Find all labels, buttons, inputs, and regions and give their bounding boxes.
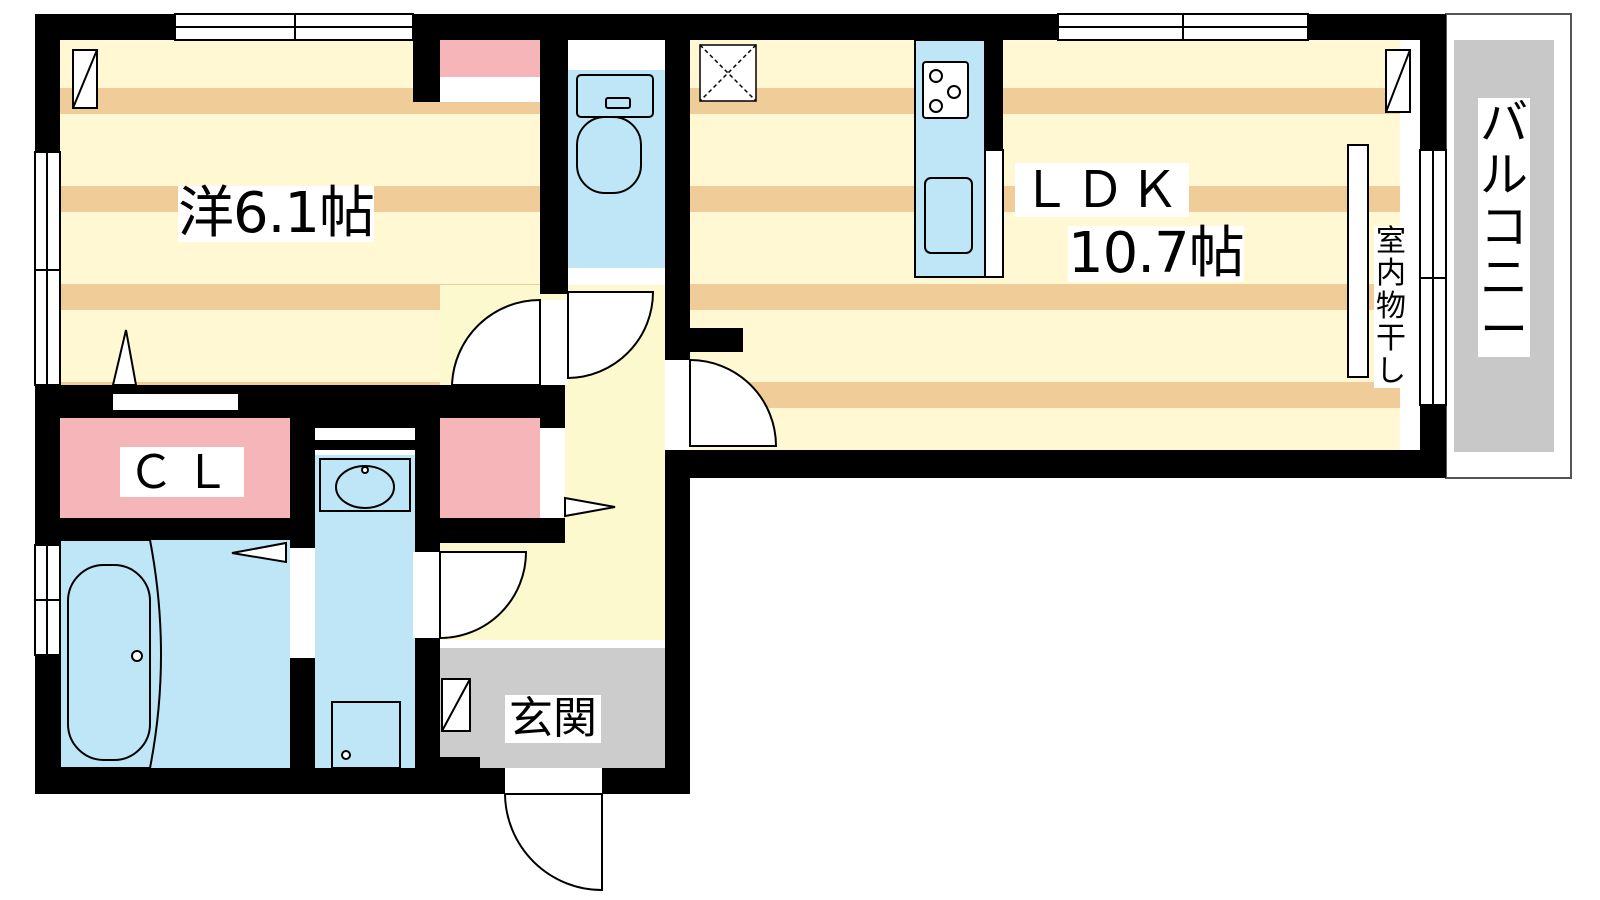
top-storage-floor (440, 40, 540, 77)
indoor-drying-label: 室内物干し (1374, 224, 1408, 389)
entrance-label: 玄関 (505, 695, 601, 743)
sliding-window-icon (34, 13, 1447, 656)
western-room-label: 洋6.1帖 (178, 181, 375, 246)
sink-icon (924, 177, 973, 254)
closet-label: ＣＬ (120, 447, 244, 497)
wall-openings (113, 40, 690, 794)
ldk-size-label: 10.7帖 (1068, 221, 1245, 286)
ventilation-fan-icon (699, 44, 757, 102)
washbasin-icon (319, 458, 411, 512)
hall-storage-floor (440, 418, 540, 518)
ldk-room-label: ＬＤＫ (1015, 163, 1189, 217)
toilet-icon (576, 74, 654, 194)
sliding-door-arrows (111, 329, 616, 564)
bathtub-icon (59, 539, 162, 769)
cabinet-icons (72, 49, 1411, 732)
washing-machine-pan-icon (331, 701, 401, 769)
balcony-label: バルコニー (1478, 95, 1530, 359)
stove-icon (922, 61, 969, 119)
hinged-door-icon (439, 291, 778, 892)
ldk-floor (688, 40, 1400, 450)
drying-rod (1347, 144, 1369, 378)
